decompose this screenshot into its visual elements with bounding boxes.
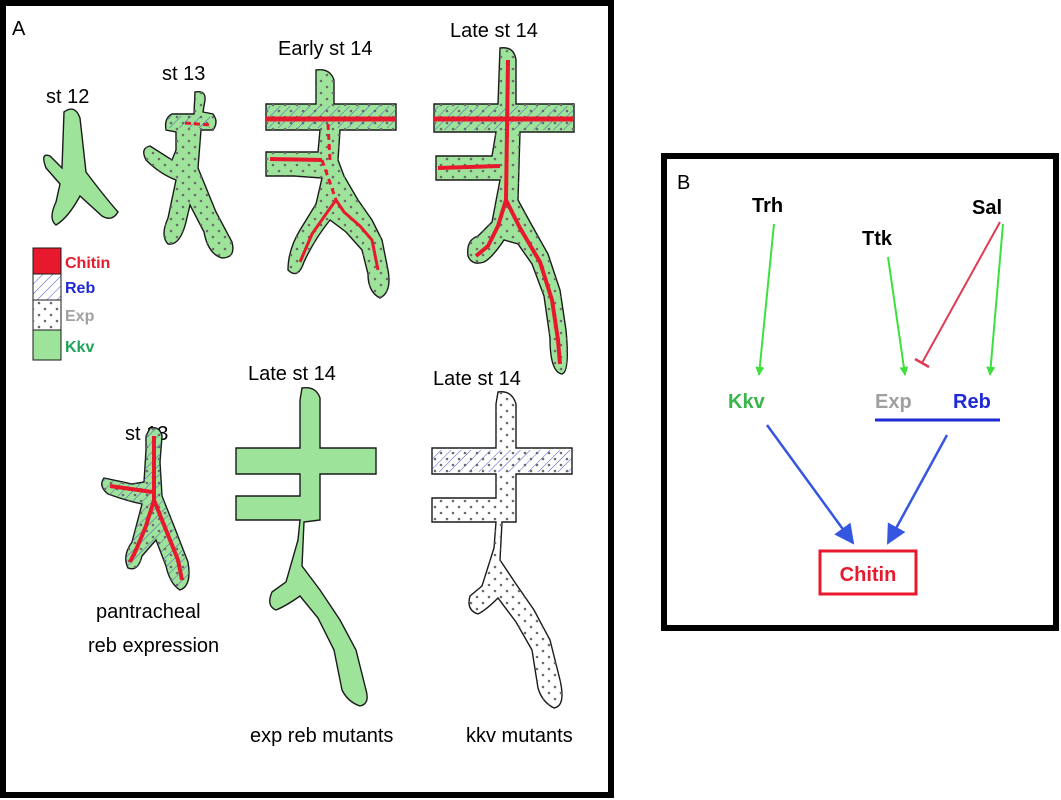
arrow-sal-reb [986, 223, 1004, 376]
caption-exp-reb-mutants: exp reb mutants [250, 725, 393, 747]
caption-kkv-mutants: kkv mutants [466, 725, 573, 747]
legend-swatch-exp [33, 300, 61, 330]
legend-swatch-reb [32, 273, 62, 301]
chitin-box [818, 549, 918, 596]
panel-b-label: B [677, 172, 690, 194]
node-reb: Reb [953, 391, 991, 413]
caption-pantracheal-1: pantracheal [96, 601, 201, 623]
stage-label-late14-c: Late st 14 [433, 368, 521, 390]
trachea-st13 [143, 90, 234, 259]
node-kkv: Kkv [728, 391, 766, 413]
panel-b-frame [661, 153, 1059, 631]
trachea-kkv-mutant [431, 391, 573, 709]
arrow-trh-kkv [755, 223, 775, 376]
arrow-exp-reb-chitin [886, 434, 949, 545]
node-ttk: Ttk [862, 228, 893, 250]
arrow-kkv-chitin [765, 424, 855, 545]
inhibit-bar [914, 357, 930, 369]
stage-label-late14-b: Late st 14 [248, 363, 336, 385]
trachea-exp-reb-mutant [235, 387, 377, 707]
legend-label-exp: Exp [65, 308, 95, 325]
legend-swatch-kkv [32, 329, 62, 361]
stage-label-st13: st 13 [162, 63, 205, 85]
stage-label-st12: st 12 [46, 86, 89, 108]
legend-swatch-chitin [32, 247, 62, 275]
arrow-ttk-exp [887, 256, 909, 376]
node-chitin: Chitin [840, 564, 897, 586]
node-exp: Exp [875, 391, 912, 413]
panel-a-label: A [12, 18, 26, 40]
legend-label-kkv: Kkv [65, 339, 94, 356]
legend: Chitin Reb Exp Kkv [32, 247, 110, 361]
trachea-st12 [43, 108, 119, 226]
trachea-early-st14 [265, 69, 397, 299]
trachea-st13-pantracheal [101, 426, 190, 591]
legend-label-chitin: Chitin [65, 255, 110, 272]
caption-pantracheal-2: reb expression [88, 635, 219, 657]
stage-label-early14: Early st 14 [278, 38, 372, 60]
stage-label-late14: Late st 14 [450, 20, 538, 42]
node-trh: Trh [752, 195, 783, 217]
inhibit-sal-exp [921, 221, 1001, 364]
trachea-late-st14 [433, 47, 575, 375]
legend-label-reb: Reb [65, 280, 95, 297]
node-sal: Sal [972, 197, 1002, 219]
